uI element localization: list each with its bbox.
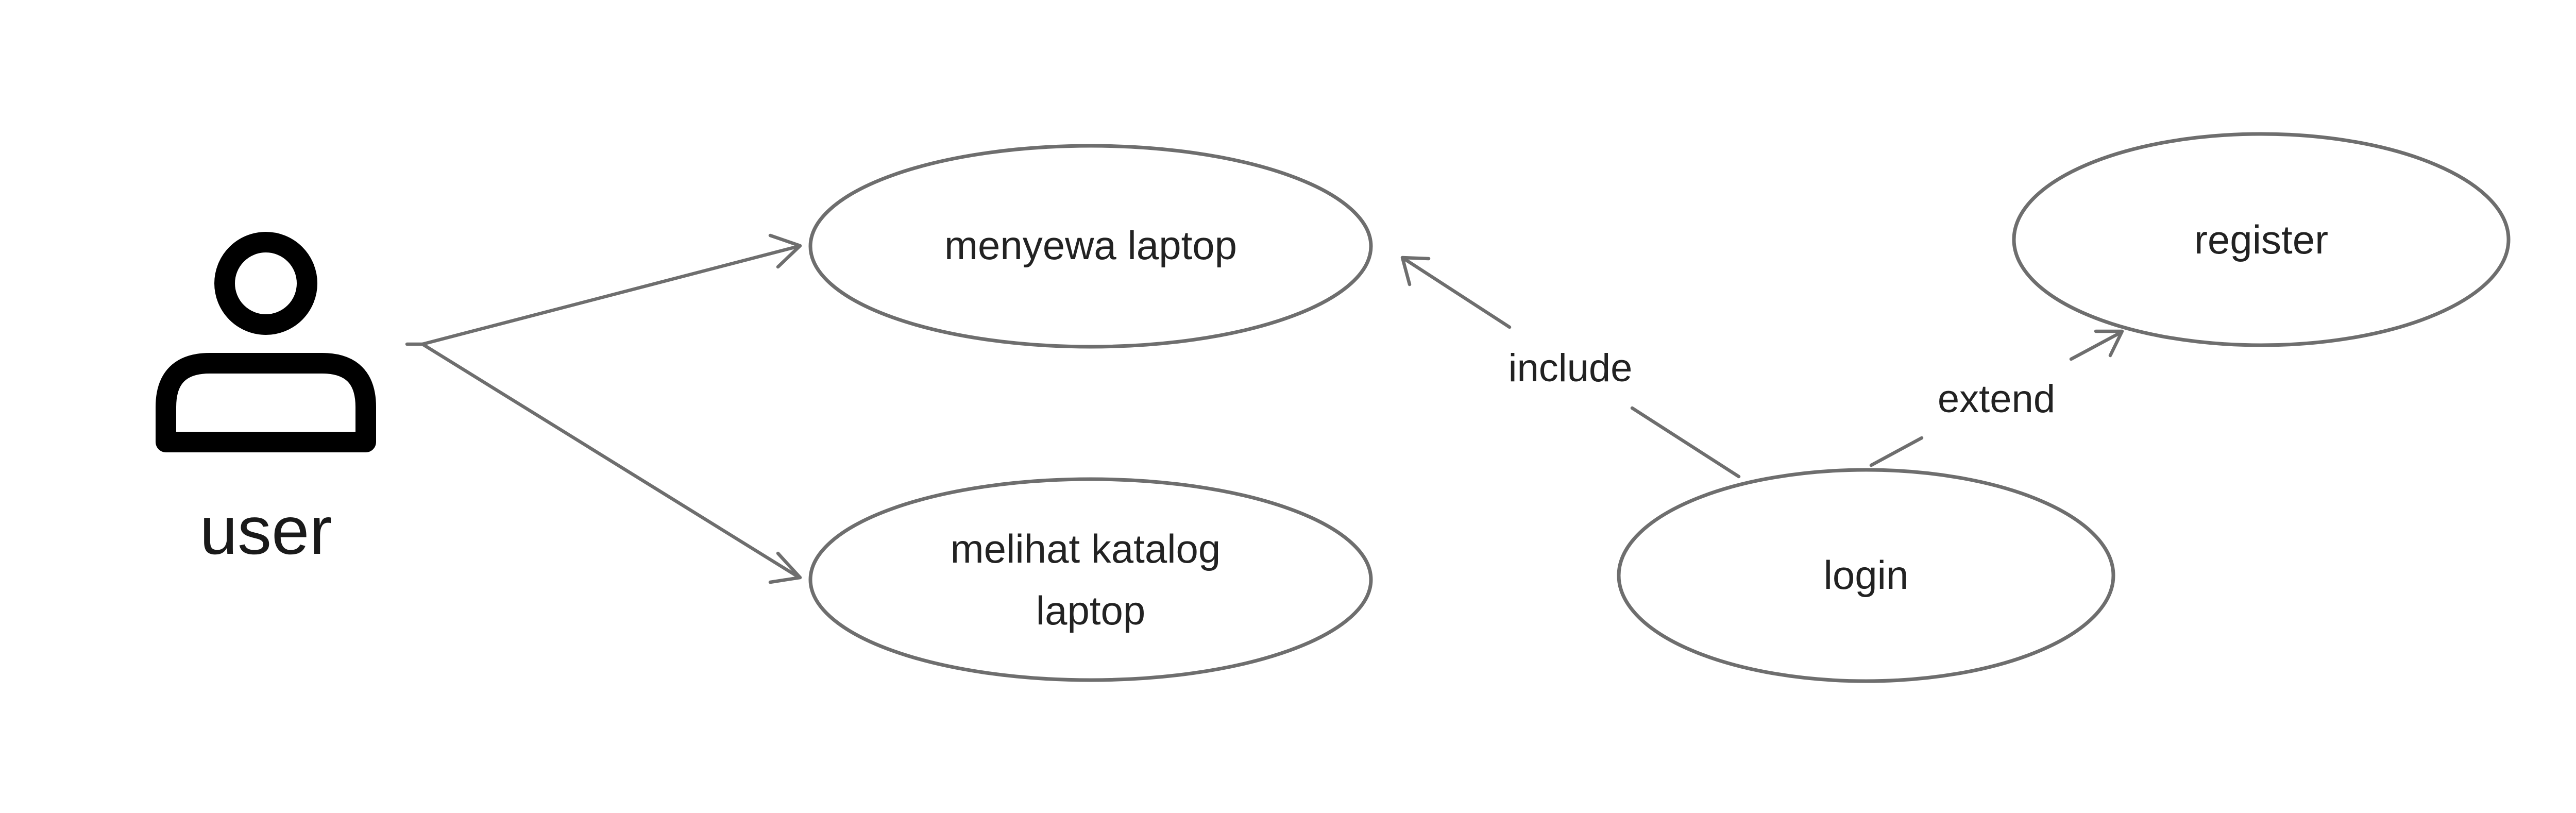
use-case-label-line-1: melihat katalog <box>951 526 1221 571</box>
use-case-login: login <box>1617 468 2115 683</box>
edge-include: include <box>1400 256 1741 479</box>
use-case-label: register <box>2194 217 2328 262</box>
edge-extend: extend <box>1869 329 2124 467</box>
use-case-label: login <box>1824 552 1909 598</box>
edge-user-to-menyewa <box>405 233 802 346</box>
extend-label: extend <box>1938 377 2055 421</box>
include-label: include <box>1509 346 1633 390</box>
use-case-register: register <box>2012 132 2511 347</box>
person-icon <box>156 232 376 452</box>
use-case-melihat-katalog-laptop: melihat katalog laptop <box>808 477 1373 682</box>
edge-user-to-katalog <box>420 342 802 584</box>
use-case-label-line-2: laptop <box>1036 588 1146 633</box>
use-case-label: menyewa laptop <box>944 223 1237 268</box>
use-case-menyewa-laptop: menyewa laptop <box>808 144 1373 349</box>
actor-label: user <box>200 493 332 568</box>
actor-user: user <box>156 232 376 568</box>
